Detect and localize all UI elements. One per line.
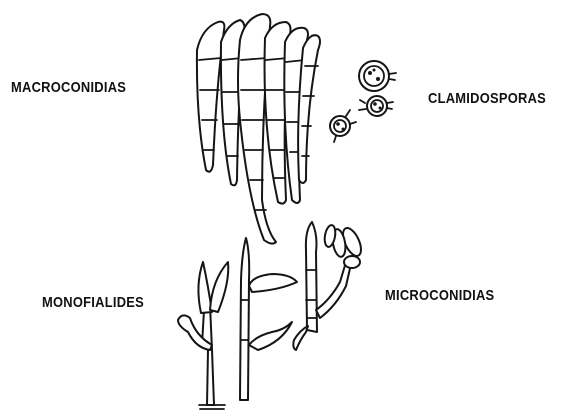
chlamydospores-group — [330, 61, 396, 142]
microconidia-group — [323, 224, 365, 268]
chlamydospore — [359, 61, 396, 91]
monophialide — [178, 262, 228, 409]
chlamydospore — [359, 96, 393, 116]
macroconidia-group — [197, 14, 320, 244]
microconidium — [344, 256, 360, 268]
monophialide — [240, 238, 297, 400]
macroconidium — [298, 35, 320, 183]
monophialides-group — [178, 222, 351, 409]
chlamydospore — [330, 110, 356, 142]
